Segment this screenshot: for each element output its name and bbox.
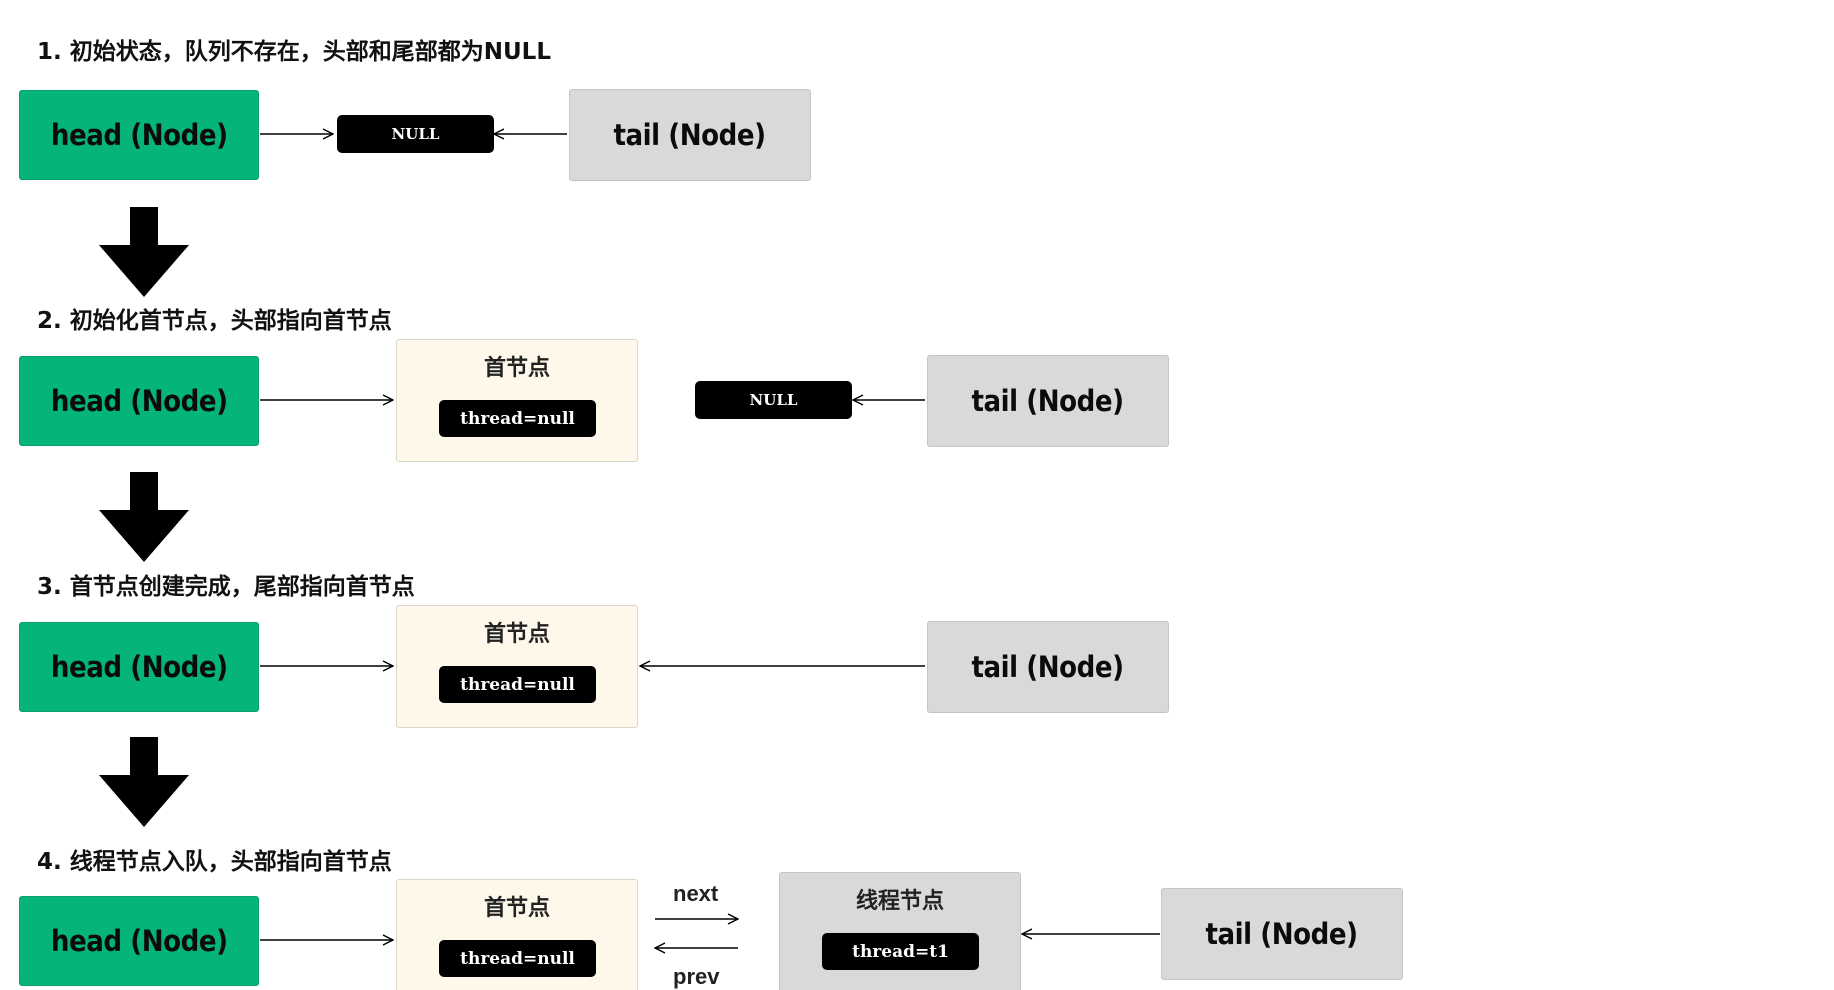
step-4-title: 4. 线程节点入队，头部指向首节点 <box>37 849 392 875</box>
tail-node-label: tail (Node) <box>613 118 767 152</box>
head-node-label: head (Node) <box>50 924 228 958</box>
down-arrow-icon-3 <box>99 737 189 827</box>
step-1-title: 1. 初始状态，队列不存在，头部和尾部都为NULL <box>37 39 551 65</box>
down-arrow-icon-1 <box>99 207 189 297</box>
next-pointer-label: next <box>673 881 719 906</box>
head-node-label: head (Node) <box>50 118 228 152</box>
thread-value-pill: thread=null <box>439 666 596 703</box>
null-marker-1: NULL <box>337 115 494 153</box>
thread-value: thread=null <box>460 674 575 695</box>
thread-value-pill: thread=null <box>439 940 596 977</box>
thread-value: thread=null <box>460 948 575 969</box>
null-label: NULL <box>391 125 440 143</box>
head-node-label: head (Node) <box>50 650 228 684</box>
tail-node-4: tail (Node) <box>1161 888 1403 980</box>
null-label: NULL <box>749 391 798 409</box>
tail-node-1: tail (Node) <box>569 89 811 181</box>
head-node-2: head (Node) <box>19 356 259 446</box>
tail-node-label: tail (Node) <box>971 650 1125 684</box>
head-node-label: head (Node) <box>50 384 228 418</box>
down-arrow-icon-2 <box>99 472 189 562</box>
step-3-title: 3. 首节点创建完成，尾部指向首节点 <box>37 574 415 600</box>
first-node-2: 首节点 thread=null <box>396 339 638 462</box>
head-node-3: head (Node) <box>19 622 259 712</box>
thread-value: thread=null <box>460 408 575 429</box>
thread-node-title: 线程节点 <box>855 889 944 914</box>
first-node-title: 首节点 <box>483 622 550 647</box>
head-node-4: head (Node) <box>19 896 259 986</box>
first-node-4: 首节点 thread=null <box>396 879 638 990</box>
first-node-title: 首节点 <box>483 896 550 921</box>
step-2-title: 2. 初始化首节点，头部指向首节点 <box>37 308 392 334</box>
tail-node-2: tail (Node) <box>927 355 1169 447</box>
first-node-title: 首节点 <box>483 356 550 381</box>
thread-value-pill: thread=t1 <box>822 933 979 970</box>
null-marker-2: NULL <box>695 381 852 419</box>
tail-node-3: tail (Node) <box>927 621 1169 713</box>
tail-node-label: tail (Node) <box>1205 917 1359 951</box>
prev-pointer-label: prev <box>673 964 720 989</box>
first-node-3: 首节点 thread=null <box>396 605 638 728</box>
head-node-1: head (Node) <box>19 90 259 180</box>
thread-value-pill: thread=null <box>439 400 596 437</box>
thread-value: thread=t1 <box>852 941 949 962</box>
thread-node-4: 线程节点 thread=t1 <box>779 872 1021 990</box>
tail-node-label: tail (Node) <box>971 384 1125 418</box>
